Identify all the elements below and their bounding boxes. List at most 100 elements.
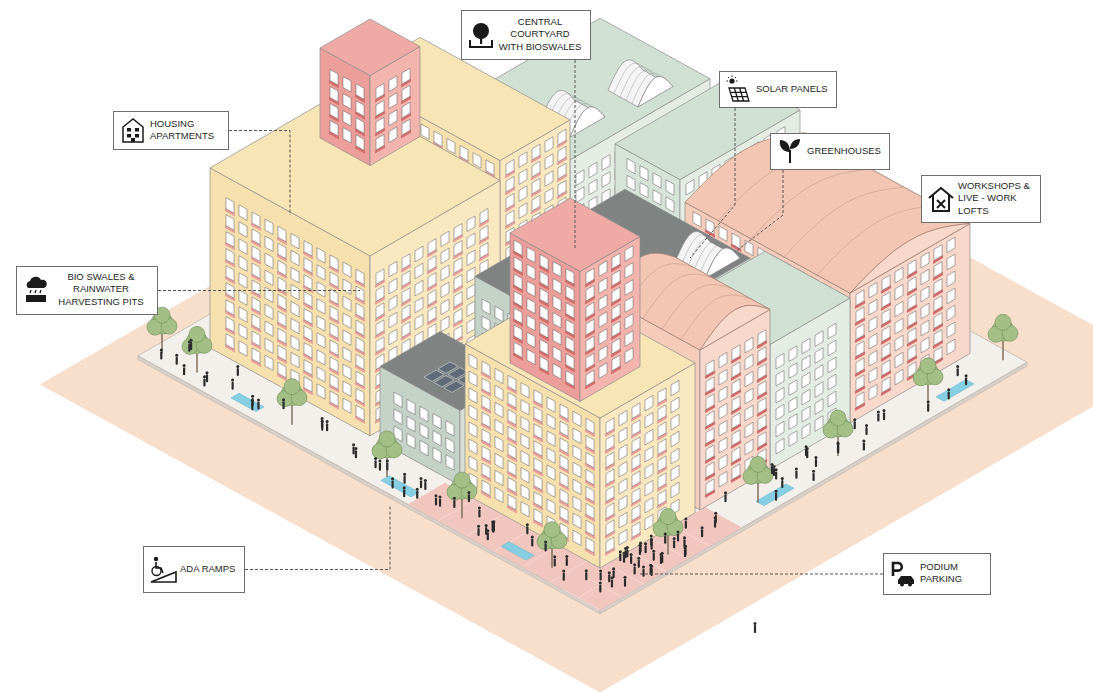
window bbox=[606, 520, 614, 536]
window bbox=[291, 284, 299, 299]
window bbox=[947, 305, 955, 321]
window bbox=[454, 258, 462, 274]
window bbox=[612, 287, 620, 303]
person-head bbox=[321, 420, 324, 423]
window bbox=[566, 337, 574, 352]
window bbox=[573, 496, 581, 511]
window bbox=[278, 243, 286, 258]
window bbox=[625, 297, 633, 313]
window bbox=[545, 154, 553, 170]
window bbox=[482, 395, 490, 410]
window bbox=[666, 180, 674, 195]
person bbox=[378, 460, 381, 471]
window bbox=[389, 127, 397, 143]
window bbox=[330, 87, 338, 102]
person-head bbox=[775, 468, 778, 471]
paving-line bbox=[651, 539, 688, 559]
window bbox=[869, 282, 877, 298]
person-head bbox=[386, 460, 389, 463]
window bbox=[856, 307, 864, 323]
person-head bbox=[883, 409, 886, 412]
window bbox=[612, 253, 620, 269]
window bbox=[407, 416, 415, 431]
window bbox=[415, 297, 423, 313]
person-body bbox=[948, 391, 950, 399]
person bbox=[203, 375, 206, 386]
person bbox=[781, 477, 784, 488]
window bbox=[508, 392, 516, 407]
window bbox=[278, 345, 286, 360]
window bbox=[645, 446, 653, 462]
window bbox=[921, 269, 929, 285]
window bbox=[304, 360, 312, 375]
window bbox=[480, 209, 488, 225]
window bbox=[482, 446, 490, 461]
window bbox=[521, 400, 529, 415]
window bbox=[869, 367, 877, 383]
window bbox=[619, 478, 627, 494]
window bbox=[278, 226, 286, 241]
person-body bbox=[392, 480, 394, 488]
window bbox=[789, 346, 797, 362]
tree-canopy bbox=[189, 326, 205, 342]
window bbox=[226, 232, 234, 247]
tree-canopy bbox=[920, 358, 936, 374]
window bbox=[573, 530, 581, 545]
window bbox=[252, 212, 260, 227]
paving-line bbox=[466, 515, 503, 537]
window bbox=[376, 134, 384, 150]
window bbox=[343, 330, 351, 345]
window bbox=[534, 492, 542, 507]
window bbox=[514, 291, 522, 306]
building-roof bbox=[320, 19, 420, 76]
window bbox=[586, 302, 594, 318]
window bbox=[428, 256, 436, 272]
window bbox=[776, 387, 784, 403]
window bbox=[447, 138, 455, 153]
window bbox=[719, 471, 727, 487]
window bbox=[921, 286, 929, 302]
window bbox=[645, 514, 653, 530]
window bbox=[317, 367, 325, 382]
window bbox=[658, 422, 666, 438]
person bbox=[965, 374, 968, 385]
window bbox=[304, 343, 312, 358]
person-head bbox=[391, 477, 394, 480]
window bbox=[732, 379, 740, 395]
window bbox=[304, 326, 312, 341]
window bbox=[671, 482, 679, 498]
window bbox=[433, 414, 441, 429]
window bbox=[545, 188, 553, 204]
window bbox=[706, 394, 714, 410]
window bbox=[343, 128, 351, 143]
window bbox=[239, 256, 247, 271]
window bbox=[719, 420, 727, 436]
person-head bbox=[877, 410, 880, 413]
window bbox=[532, 161, 540, 177]
window bbox=[226, 198, 234, 213]
paving-line bbox=[563, 590, 600, 610]
window bbox=[776, 404, 784, 420]
person-body bbox=[183, 367, 185, 375]
tree-canopy bbox=[544, 522, 560, 538]
person bbox=[183, 364, 186, 375]
vault-end bbox=[850, 224, 970, 294]
window bbox=[441, 248, 449, 264]
tree bbox=[537, 522, 567, 568]
window bbox=[226, 249, 234, 264]
window bbox=[882, 343, 890, 359]
window bbox=[732, 233, 740, 249]
window bbox=[534, 509, 542, 524]
person-body bbox=[403, 489, 405, 497]
window bbox=[376, 337, 384, 353]
window bbox=[420, 440, 428, 455]
window bbox=[908, 294, 916, 310]
window bbox=[882, 326, 890, 342]
window bbox=[612, 321, 620, 337]
window bbox=[343, 296, 351, 311]
window bbox=[519, 203, 527, 219]
person-head bbox=[251, 399, 254, 402]
person bbox=[391, 477, 394, 488]
window bbox=[356, 286, 364, 301]
